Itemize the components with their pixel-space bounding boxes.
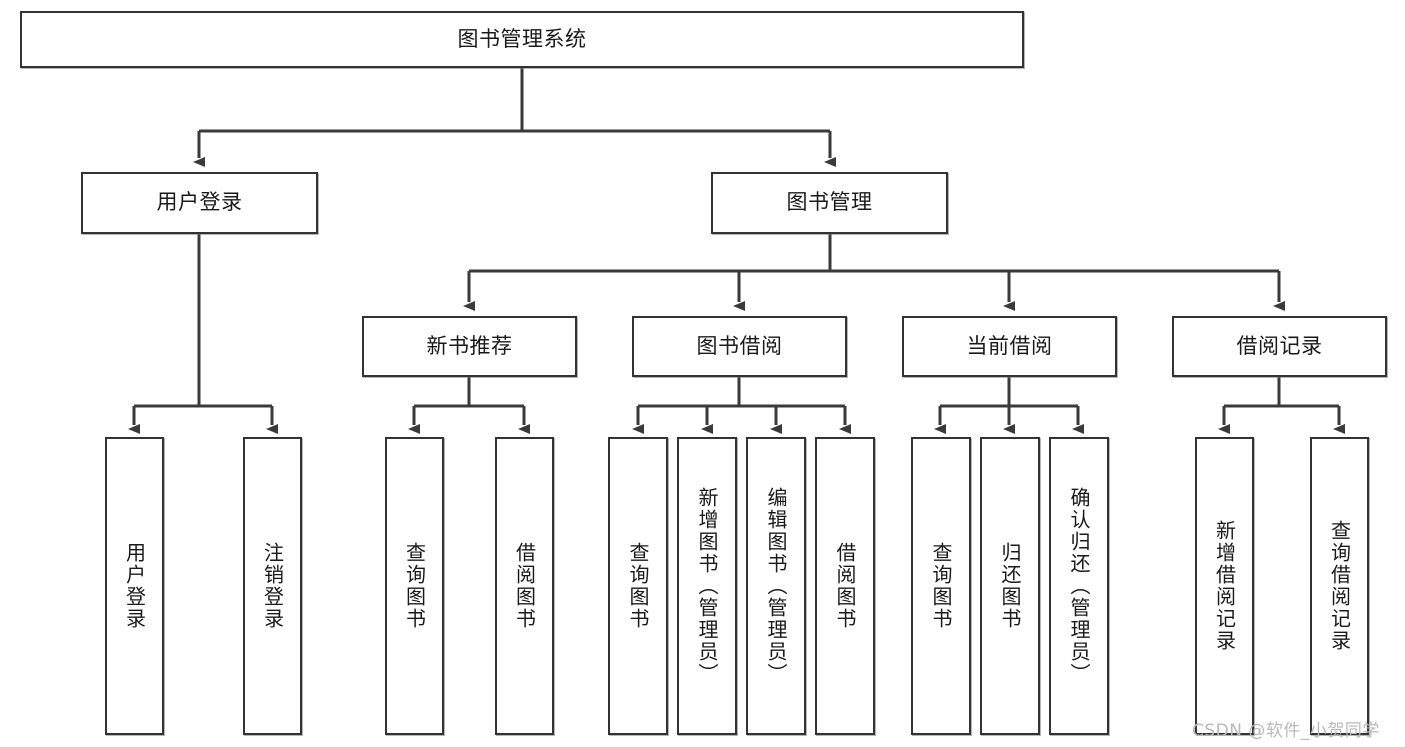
node-leaf-add-book[interactable]: 新增图书（管理员） (677, 437, 737, 735)
node-leaf-confirm-return-label: 确认归还（管理员） (1067, 487, 1091, 685)
node-leaf-query-book-3[interactable]: 查询图书 (911, 437, 971, 735)
node-leaf-add-book-label: 新增图书（管理员） (695, 487, 719, 685)
node-borrow-record[interactable]: 借阅记录 (1172, 316, 1387, 377)
node-leaf-confirm-return[interactable]: 确认归还（管理员） (1049, 437, 1109, 735)
node-current-borrow[interactable]: 当前借阅 (902, 316, 1117, 377)
node-leaf-query-book-2[interactable]: 查询图书 (608, 437, 668, 735)
node-leaf-borrow-book-1-label: 借阅图书 (512, 542, 537, 630)
node-current-borrow-label: 当前借阅 (966, 333, 1053, 358)
node-root[interactable]: 图书管理系统 (20, 11, 1024, 68)
node-leaf-add-record-label: 新增借阅记录 (1212, 520, 1237, 652)
node-leaf-query-book-2-label: 查询图书 (626, 542, 650, 630)
node-book-manage[interactable]: 图书管理 (711, 172, 948, 234)
node-root-label: 图书管理系统 (457, 26, 587, 51)
node-leaf-logout-login-label: 注销登录 (260, 542, 285, 630)
node-user-login[interactable]: 用户登录 (81, 172, 318, 234)
node-leaf-user-login-label: 用户登录 (122, 542, 147, 630)
csdn-watermark: CSDN @软件_小贺同学 (1192, 721, 1380, 741)
node-new-book-recommend-label: 新书推荐 (426, 333, 513, 358)
node-borrow-record-label: 借阅记录 (1236, 333, 1323, 358)
node-leaf-query-record-label: 查询借阅记录 (1327, 520, 1352, 652)
node-leaf-add-record[interactable]: 新增借阅记录 (1195, 437, 1254, 735)
node-book-borrow[interactable]: 图书借阅 (632, 316, 847, 377)
node-leaf-query-book-3-label: 查询图书 (929, 542, 953, 630)
node-leaf-query-book-1-label: 查询图书 (402, 542, 427, 630)
node-leaf-borrow-book-1[interactable]: 借阅图书 (495, 437, 554, 735)
node-leaf-user-login[interactable]: 用户登录 (105, 437, 164, 735)
node-leaf-borrow-book-2-label: 借阅图书 (833, 542, 857, 630)
node-leaf-return-book-label: 归还图书 (998, 542, 1022, 630)
node-leaf-edit-book-label: 编辑图书（管理员） (764, 487, 788, 685)
node-leaf-query-record[interactable]: 查询借阅记录 (1310, 437, 1369, 735)
node-book-manage-label: 图书管理 (786, 190, 873, 215)
node-leaf-return-book[interactable]: 归还图书 (980, 437, 1040, 735)
node-user-login-label: 用户登录 (156, 190, 243, 215)
node-leaf-borrow-book-2[interactable]: 借阅图书 (815, 437, 875, 735)
node-book-borrow-label: 图书借阅 (696, 333, 783, 358)
node-new-book-recommend[interactable]: 新书推荐 (362, 316, 577, 377)
node-leaf-logout-login[interactable]: 注销登录 (243, 437, 302, 735)
node-leaf-edit-book[interactable]: 编辑图书（管理员） (746, 437, 806, 735)
node-leaf-query-book-1[interactable]: 查询图书 (385, 437, 444, 735)
